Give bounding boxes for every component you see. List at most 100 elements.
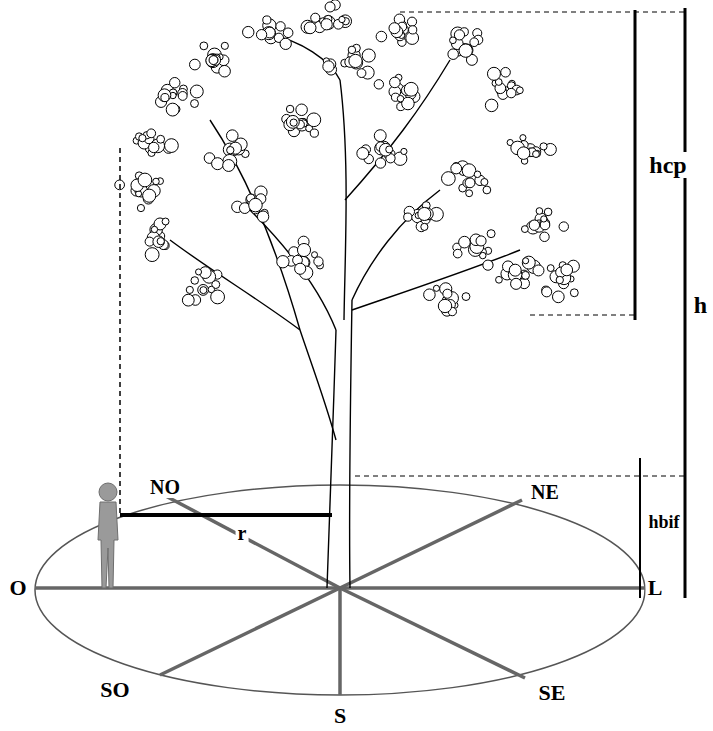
leaf-cluster bbox=[153, 236, 164, 247]
leaf-cluster bbox=[191, 277, 199, 285]
leaf-cluster bbox=[421, 223, 428, 230]
leaf-cluster bbox=[375, 158, 385, 168]
leaf-cluster bbox=[182, 294, 194, 306]
bifurcation-height-label: hbif bbox=[646, 512, 681, 532]
leaf-cluster bbox=[520, 135, 526, 141]
leaf-cluster bbox=[209, 56, 218, 65]
dashed-guides bbox=[120, 12, 685, 515]
leaf-cluster bbox=[256, 30, 266, 40]
leaf-cluster bbox=[191, 100, 199, 108]
radius-line bbox=[120, 513, 332, 517]
leaf-cluster bbox=[459, 44, 472, 57]
leaf-cluster bbox=[547, 265, 554, 272]
leaf-cluster bbox=[561, 264, 573, 276]
leaf-cluster bbox=[418, 207, 431, 220]
leaf-cluster bbox=[451, 163, 462, 174]
compass-spokes bbox=[35, 493, 645, 695]
leaf-cluster bbox=[295, 263, 306, 274]
leaf-cluster bbox=[404, 213, 412, 221]
leaf-cluster bbox=[544, 208, 552, 216]
leaf-cluster bbox=[542, 287, 552, 297]
leaf-cluster bbox=[453, 249, 462, 258]
leaf-cluster bbox=[540, 232, 549, 241]
leaf-cluster bbox=[523, 258, 529, 264]
leaf-cluster bbox=[450, 37, 457, 44]
leaf-cluster bbox=[153, 178, 160, 185]
tree-branch bbox=[352, 250, 520, 310]
tree-branch bbox=[210, 120, 300, 330]
radius-label: r bbox=[236, 522, 249, 544]
tree-branch bbox=[300, 330, 336, 440]
leaf-cluster bbox=[147, 129, 156, 138]
leaf-cluster bbox=[297, 243, 310, 256]
leaf-cluster bbox=[533, 265, 544, 276]
leaf-cluster bbox=[158, 89, 171, 102]
leaf-cluster bbox=[522, 271, 530, 279]
leaf-cluster bbox=[280, 38, 291, 49]
leaf-cluster bbox=[178, 92, 187, 101]
leaf-cluster bbox=[521, 226, 528, 233]
leaf-cluster bbox=[522, 256, 535, 269]
leaf-cluster bbox=[212, 158, 224, 170]
leaf-cluster bbox=[401, 148, 407, 154]
leaf-cluster bbox=[200, 287, 207, 294]
leaf-cluster bbox=[389, 23, 400, 34]
leaf-cluster bbox=[200, 42, 208, 50]
leaf-cluster bbox=[139, 135, 146, 142]
leaf-cluster bbox=[533, 151, 540, 158]
height-label: h bbox=[692, 292, 709, 318]
direction-label: S bbox=[332, 704, 348, 728]
leaf-cluster bbox=[263, 16, 271, 24]
leaf-cluster bbox=[459, 236, 471, 248]
leaf-cluster bbox=[162, 218, 169, 225]
leaf-cluster bbox=[227, 147, 234, 154]
leaf-cluster bbox=[390, 77, 401, 88]
leaf-cluster bbox=[552, 291, 564, 303]
leaf-cluster bbox=[249, 198, 263, 212]
leaf-cluster bbox=[506, 88, 515, 97]
leaf-cluster bbox=[511, 278, 522, 289]
leaf-cluster bbox=[190, 85, 203, 98]
leaf-cluster bbox=[559, 222, 568, 231]
compass-ground bbox=[35, 485, 645, 695]
tree-branch bbox=[350, 300, 352, 588]
direction-label: SO bbox=[98, 678, 131, 702]
leaf-cluster bbox=[296, 104, 308, 116]
tree-branch bbox=[327, 330, 336, 588]
leaf-cluster bbox=[476, 236, 486, 246]
direction-label: NO bbox=[148, 476, 182, 498]
leaf-cluster bbox=[496, 276, 503, 283]
leaf-cluster bbox=[466, 190, 473, 197]
leaf-cluster bbox=[483, 186, 491, 194]
leaf-cluster bbox=[323, 61, 334, 72]
leaf-cluster bbox=[219, 65, 231, 77]
leaf-cluster bbox=[556, 276, 563, 283]
direction-label: SE bbox=[537, 681, 568, 705]
leaf-cluster bbox=[540, 143, 547, 150]
leaf-cluster bbox=[290, 119, 297, 126]
leaf-cluster bbox=[310, 129, 318, 137]
leaf-cluster bbox=[286, 115, 299, 128]
leaf-cluster bbox=[138, 173, 152, 187]
leaf-cluster bbox=[339, 16, 345, 22]
leaf-cluster bbox=[462, 164, 476, 178]
leaf-cluster bbox=[379, 143, 392, 156]
leaf-cluster bbox=[161, 94, 169, 102]
person-figure bbox=[98, 483, 118, 588]
leaf-cluster bbox=[529, 220, 539, 230]
leaf-cluster bbox=[536, 208, 543, 215]
leaf-cluster bbox=[481, 178, 488, 185]
leaf-cluster bbox=[357, 147, 369, 159]
leaf-cluster bbox=[404, 82, 418, 96]
leaf-cluster bbox=[143, 189, 156, 202]
leaf-cluster bbox=[325, 2, 335, 12]
tree-branch bbox=[345, 60, 450, 200]
dimension-lines bbox=[120, 8, 685, 598]
leaf-cluster bbox=[311, 13, 320, 22]
leaf-cluster bbox=[570, 289, 578, 297]
leaf-cluster bbox=[165, 139, 179, 153]
leaf-cluster bbox=[277, 256, 289, 268]
leaf-cluster bbox=[443, 289, 452, 298]
tree-branch bbox=[270, 35, 340, 80]
